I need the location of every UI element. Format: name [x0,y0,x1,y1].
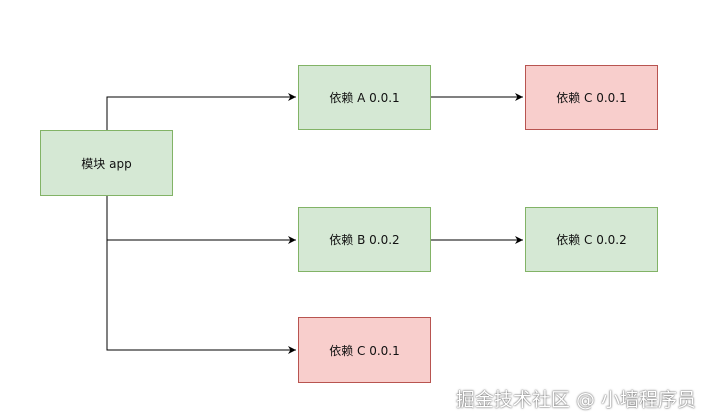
node-dep-a: 依赖 A 0.0.1 [298,65,431,130]
node-dep-c-bottom: 依赖 C 0.0.1 [298,317,431,383]
node-dep-c-mid-label: 依赖 C 0.0.2 [556,233,627,247]
watermark: 掘金技术社区 @ 小墙程序员 [455,389,696,411]
node-dep-c-bottom-label: 依赖 C 0.0.1 [329,343,400,358]
node-dep-c-top: 依赖 C 0.0.1 [525,65,658,130]
node-dep-b: 依赖 B 0.0.2 [298,207,431,272]
node-module-app: 模块 app [40,130,173,196]
edge-app-to-dep-c-bottom [106,240,296,354]
node-module-app-label: 模块 app [81,156,132,171]
edge-app-to-dep-b [106,196,296,244]
node-dep-b-label: 依赖 B 0.0.2 [329,233,400,247]
node-dep-c-mid: 依赖 C 0.0.2 [525,207,658,272]
node-dep-a-label: 依赖 A 0.0.1 [329,91,400,105]
node-dep-c-top-label: 依赖 C 0.0.1 [556,91,627,105]
edge-app-to-dep-a [106,93,296,130]
